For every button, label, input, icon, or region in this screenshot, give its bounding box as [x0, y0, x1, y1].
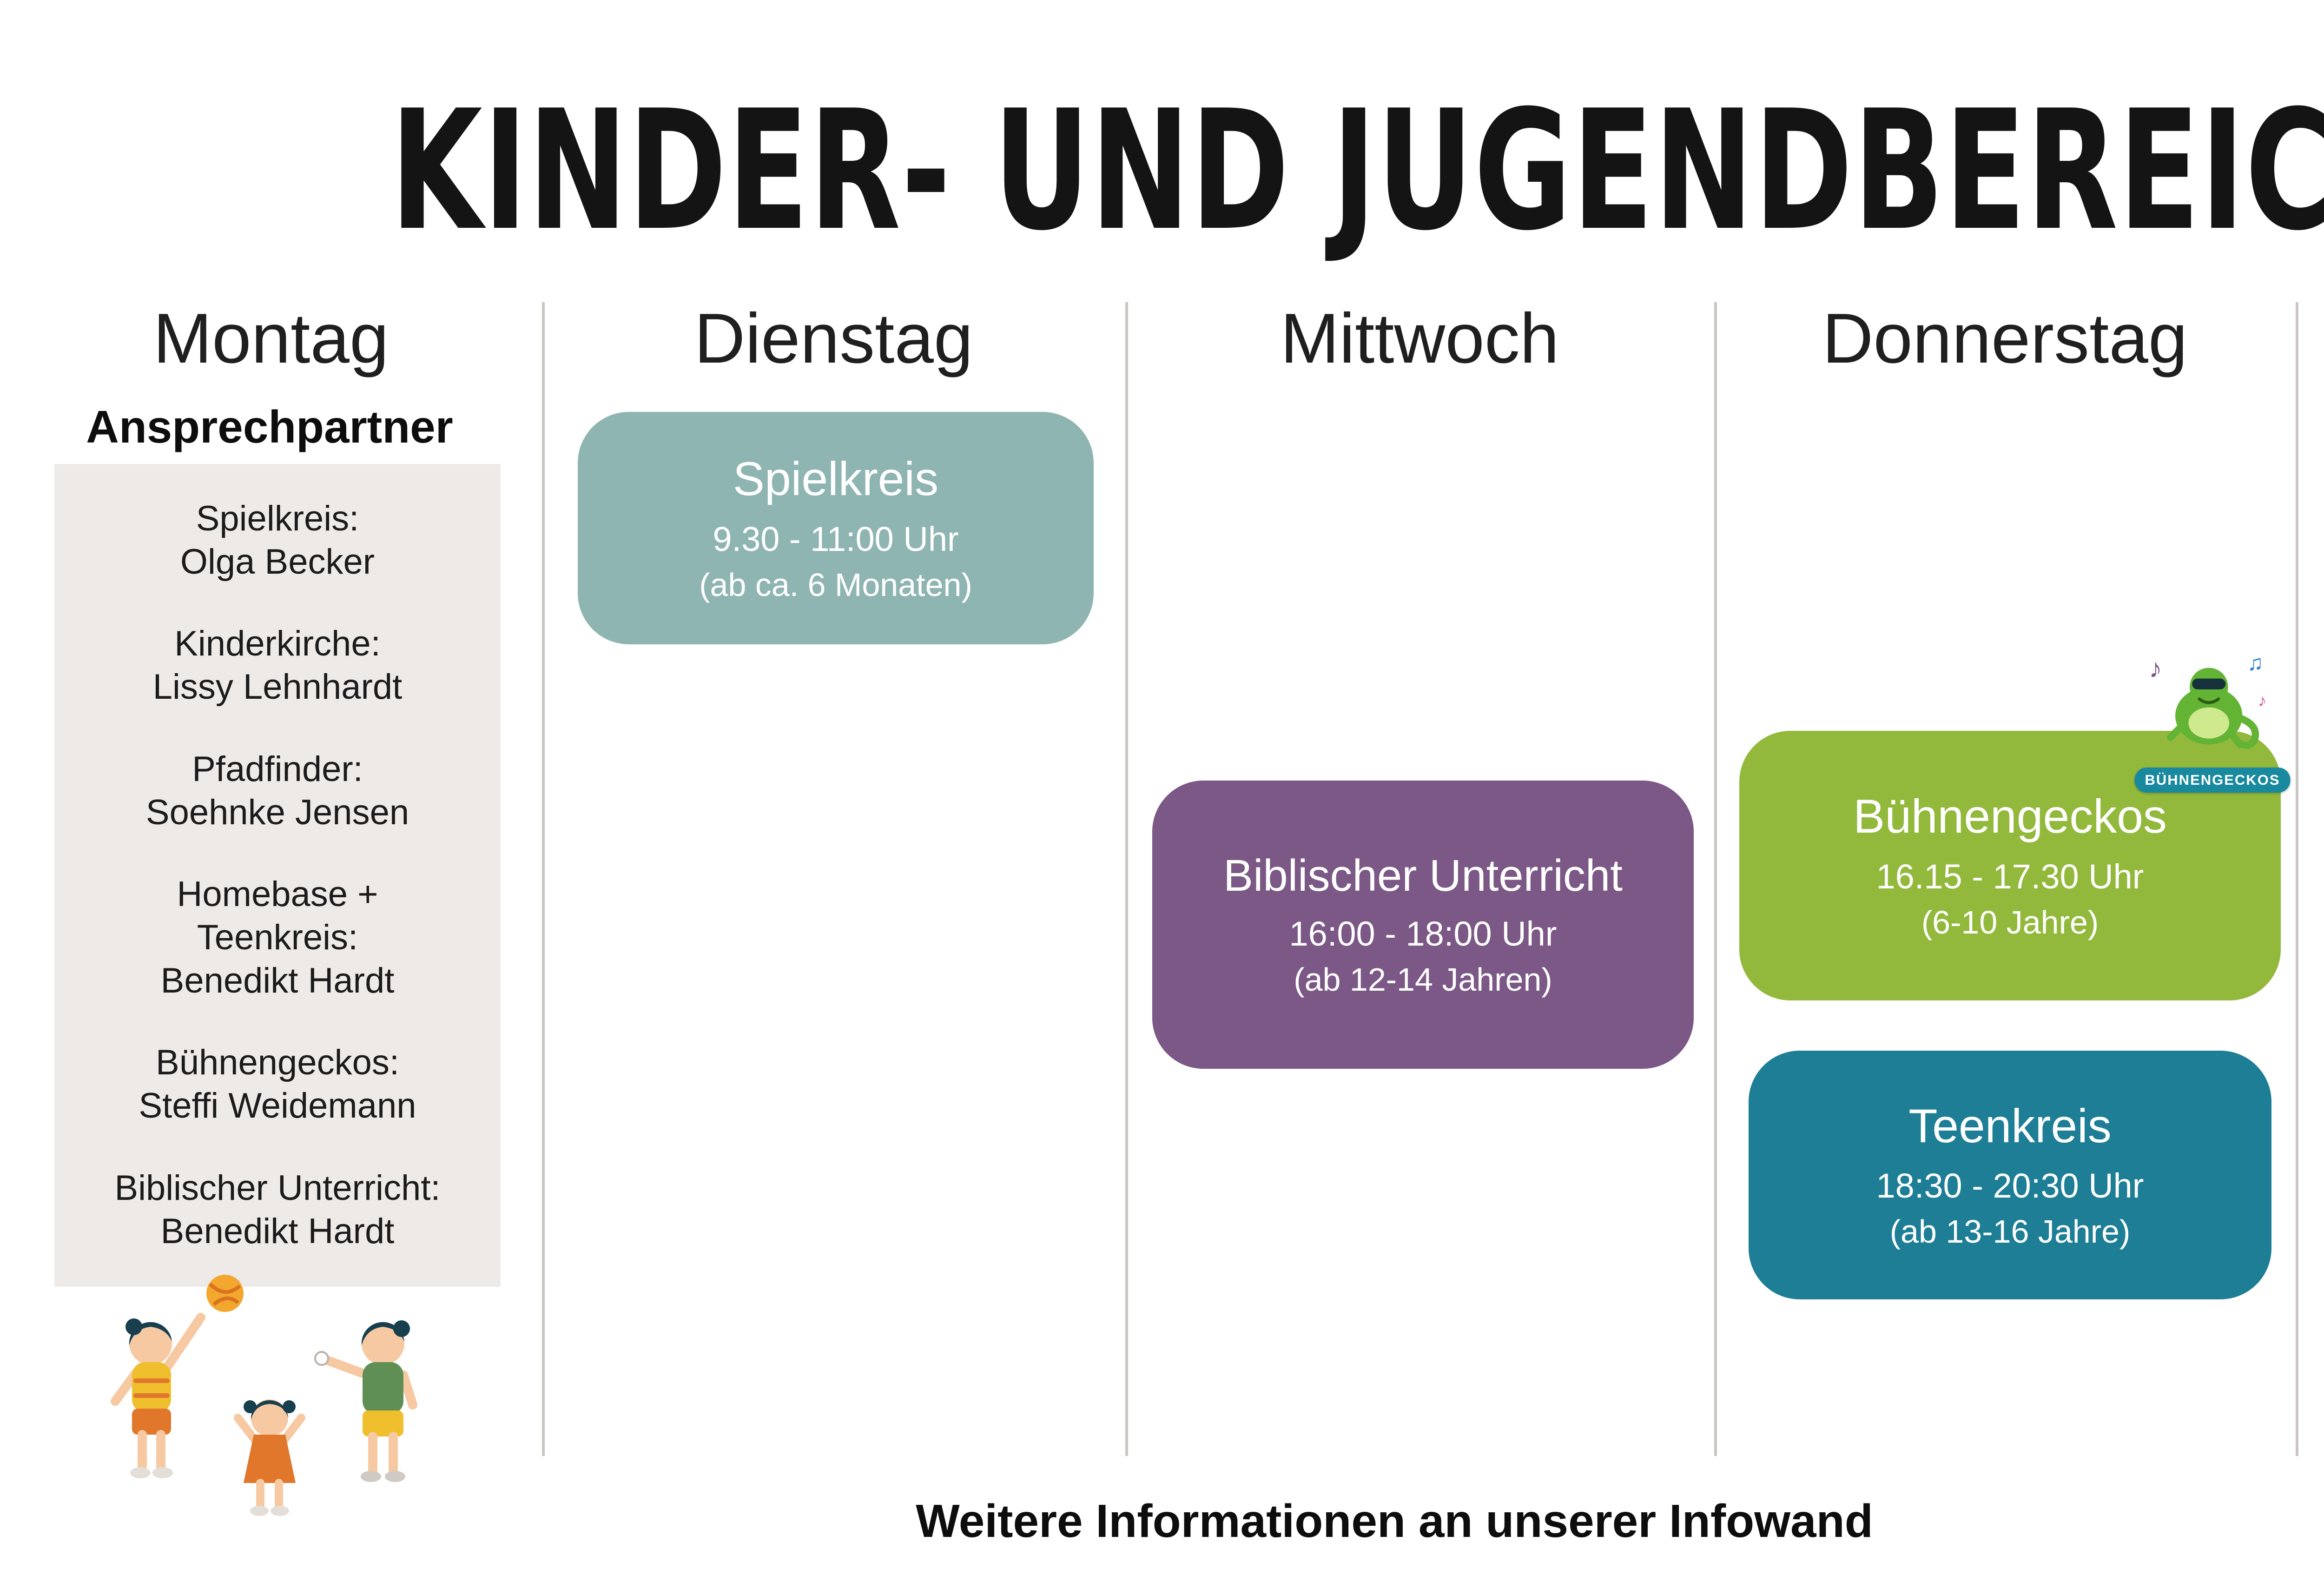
- ball-icon: [206, 1275, 244, 1312]
- child-middle: [234, 1399, 305, 1516]
- svg-text:♪: ♪: [2149, 654, 2162, 683]
- event-time: 18:30 - 20:30 Uhr: [1876, 1166, 2144, 1205]
- contact-role: Teenkreis:: [197, 918, 358, 958]
- day-header-donnerstag: Donnerstag: [1822, 299, 2188, 378]
- column-divider: [1714, 302, 1717, 1456]
- day-header-mittwoch: Mittwoch: [1280, 299, 1559, 378]
- contact-group-pfadfinder: Pfadfinder: Soehnke Jensen: [54, 748, 501, 834]
- column-divider: [1125, 302, 1128, 1456]
- event-time: 9.30 - 11:00 Uhr: [713, 519, 959, 558]
- child-left: [111, 1313, 205, 1478]
- footer-note: Weitere Informationen an unserer Infowan…: [916, 1495, 1873, 1547]
- contact-role: Kinderkirche:: [174, 624, 381, 664]
- contact-group-kinderkirche: Kinderkirche: Lissy Lehnhardt: [54, 622, 501, 708]
- poster-title: KINDER- UND JUGENDBEREICH: [390, 74, 2324, 267]
- contact-name: Steffi Weidemann: [139, 1086, 416, 1126]
- contact-name: Lissy Lehnhardt: [152, 667, 403, 707]
- contact-group-buehnengeckos: Bühnengeckos: Steffi Weidemann: [54, 1041, 501, 1127]
- event-age: (ab 13-16 Jahre): [1889, 1213, 2131, 1250]
- day-header-montag: Montag: [153, 299, 389, 378]
- child-right: [314, 1320, 417, 1482]
- contacts-heading: Ansprechpartner: [86, 401, 453, 452]
- contact-group-spielkreis: Spielkreis: Olga Becker: [54, 497, 501, 583]
- event-title: Biblischer Unterricht: [1223, 850, 1623, 900]
- contact-group-biblischer-unterricht: Biblischer Unterricht: Benedikt Hardt: [54, 1167, 501, 1253]
- contact-name: Olga Becker: [180, 542, 375, 582]
- contact-role: Spielkreis:: [196, 499, 359, 538]
- event-card-teenkreis: Teenkreis 18:30 - 20:30 Uhr (ab 13-16 Ja…: [1749, 1051, 2271, 1299]
- column-divider: [2296, 302, 2298, 1456]
- event-title: Teenkreis: [1908, 1099, 2112, 1152]
- gecko-icon: ♪ ♫ ♪: [2149, 651, 2266, 749]
- svg-text:♫: ♫: [2247, 651, 2264, 675]
- contact-name: Benedikt Hardt: [160, 960, 395, 1000]
- event-card-biblischer-unterricht: Biblischer Unterricht 16:00 - 18:00 Uhr …: [1152, 781, 1694, 1069]
- contact-name: Soehnke Jensen: [145, 792, 409, 832]
- buehnengeckos-logo: ♪ ♫ ♪ BÜHNENGECKOS: [2133, 646, 2291, 793]
- children-illustration: [111, 1275, 417, 1516]
- event-age: (ab ca. 6 Monaten): [699, 566, 972, 603]
- contacts-box: Spielkreis: Olga Becker Kinderkirche: Li…: [54, 464, 501, 1287]
- buehnengeckos-logo-label: BÜHNENGECKOS: [2134, 768, 2291, 793]
- event-age: (ab 12-14 Jahren): [1294, 961, 1552, 998]
- day-header-freitag: Freitag: [2296, 300, 2324, 377]
- column-divider: [542, 302, 545, 1456]
- contact-role: Biblischer Unterricht:: [114, 1168, 441, 1208]
- event-time: 16:00 - 18:00 Uhr: [1289, 914, 1557, 953]
- day-header-dienstag: Dienstag: [694, 299, 973, 378]
- contact-name: Benedikt Hardt: [160, 1211, 395, 1251]
- event-title: Spielkreis: [733, 452, 939, 506]
- contact-group-homebase-teenkreis: Homebase + Teenkreis: Benedikt Hardt: [54, 873, 501, 1002]
- event-card-spielkreis: Spielkreis 9.30 - 11:00 Uhr (ab ca. 6 Mo…: [578, 412, 1094, 644]
- contact-role: Pfadfinder:: [192, 749, 363, 789]
- event-time: 16.15 - 17.30 Uhr: [1876, 857, 2144, 896]
- event-age: (6-10 Jahre): [1921, 904, 2099, 940]
- svg-text:♪: ♪: [2258, 691, 2266, 710]
- contact-role: Homebase +: [177, 874, 378, 914]
- contact-role: Bühnengeckos:: [156, 1043, 399, 1083]
- event-card-buehnengeckos: Bühnengeckos 16.15 - 17.30 Uhr (6-10 Jah…: [1739, 731, 2281, 1000]
- event-title: Bühnengeckos: [1853, 790, 2167, 843]
